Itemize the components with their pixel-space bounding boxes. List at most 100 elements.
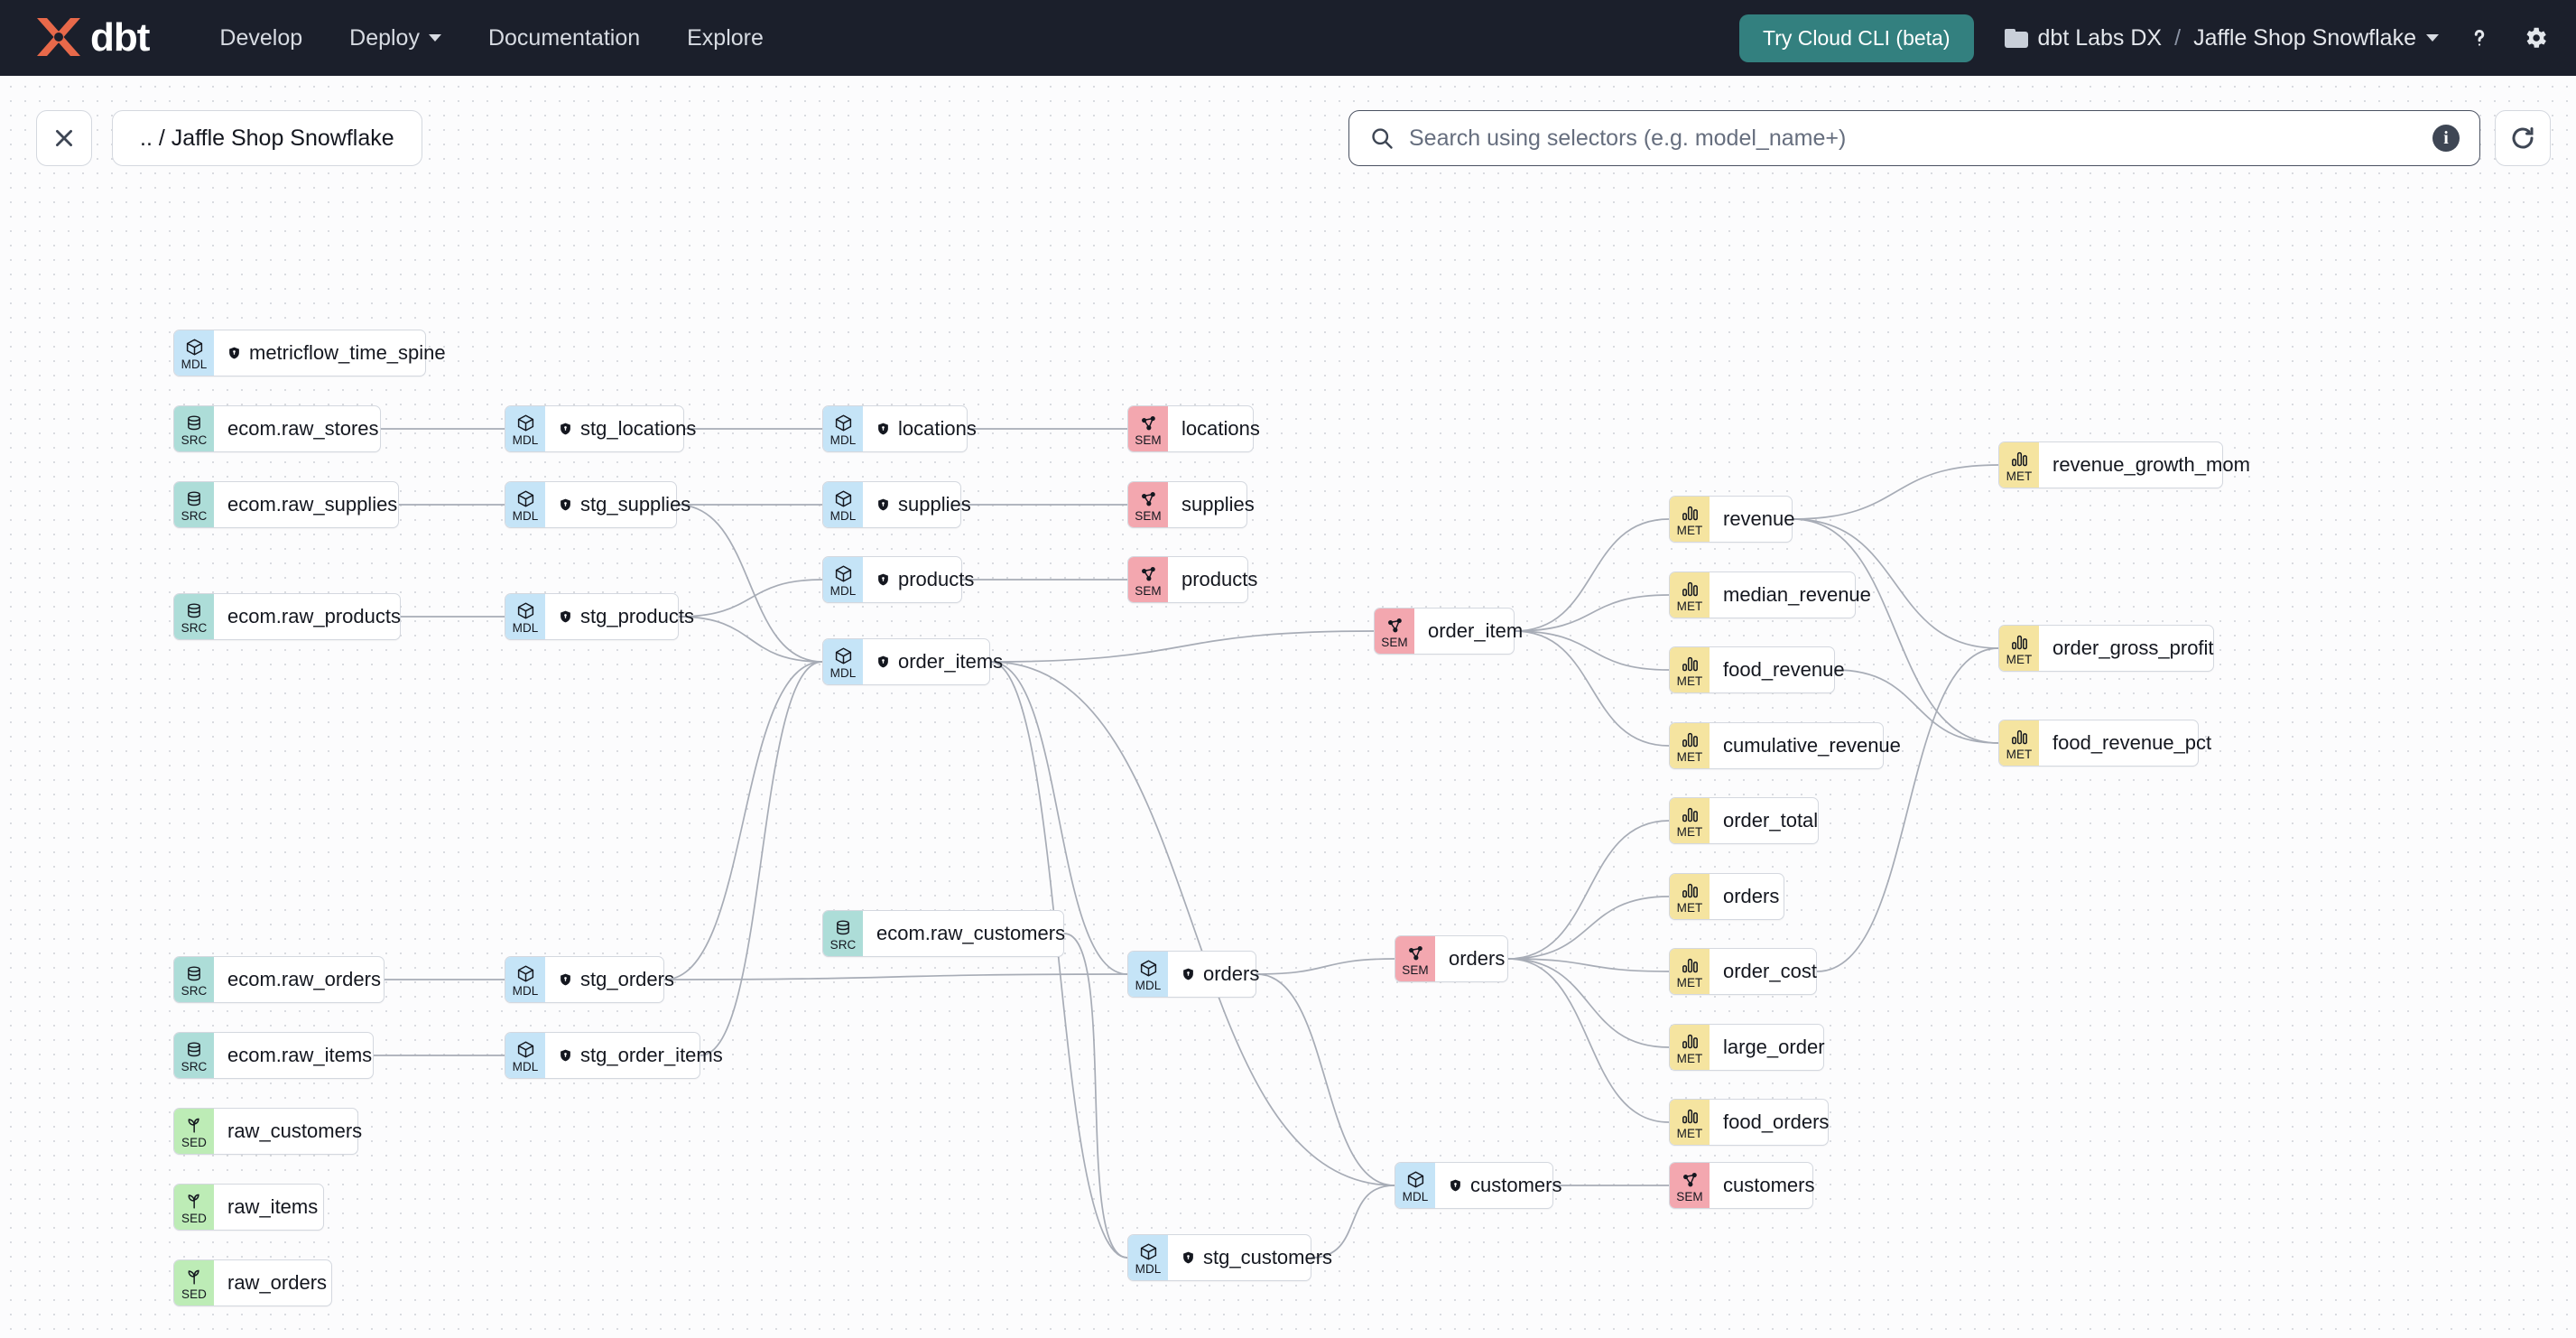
lineage-node-met_revenue[interactable]: MET revenue [1669, 496, 1795, 543]
lineage-node-mdl_orders[interactable]: MDL orders [1127, 951, 1259, 998]
lineage-node-sed_raw_customers[interactable]: SED raw_customers [173, 1108, 362, 1155]
bar-chart-icon [1681, 730, 1700, 750]
nav-explore-label: Explore [687, 24, 764, 51]
lineage-node-metricflow_time_spine[interactable]: MDL metricflow_time_spine [173, 330, 446, 376]
nav-develop-label: Develop [219, 24, 303, 51]
node-label: products [898, 568, 975, 590]
shield-icon [1181, 966, 1195, 982]
lineage-node-sed_raw_items[interactable]: SED raw_items [173, 1184, 324, 1231]
node-type-badge-mdl: MDL [505, 1033, 545, 1078]
lineage-node-mdl_supplies[interactable]: MDL supplies [822, 481, 971, 528]
nav-explore[interactable]: Explore [663, 16, 787, 60]
node-label: order_cost [1723, 960, 1817, 982]
lineage-node-sem_customers[interactable]: SEM customers [1669, 1162, 1814, 1209]
lineage-node-sem_orders[interactable]: SEM orders [1395, 935, 1508, 982]
lineage-node-mdl_products[interactable]: MDL products [822, 556, 974, 603]
lineage-graph-canvas[interactable]: MDL metricflow_time_spine SRC ecom.raw_s… [0, 76, 2576, 1338]
lineage-node-met_food_revenue_pct[interactable]: MET food_revenue_pct [1998, 720, 2211, 767]
breadcrumb[interactable]: .. / Jaffle Shop Snowflake [112, 110, 422, 166]
lineage-node-met_cumulative_revenue[interactable]: MET cumulative_revenue [1669, 722, 1901, 769]
bar-chart-icon [2010, 450, 2029, 469]
node-type-label: MDL [1402, 1189, 1429, 1203]
lineage-node-src_raw_stores[interactable]: SRC ecom.raw_stores [173, 405, 381, 452]
try-cloud-cli-button[interactable]: Try Cloud CLI (beta) [1739, 14, 1974, 62]
lineage-node-stg_order_items[interactable]: MDL stg_order_items [505, 1032, 723, 1079]
seedling-icon [185, 1116, 204, 1136]
lineage-edge [663, 973, 1128, 980]
lineage-edge [989, 661, 1128, 1259]
node-type-label: MET [2006, 747, 2033, 761]
bar-chart-icon [1681, 881, 1700, 901]
node-label: ecom.raw_products [227, 605, 401, 627]
node-label-wrap: customers [1435, 1163, 1579, 1208]
lineage-node-met_order_total[interactable]: MET order_total [1669, 797, 1819, 844]
lineage-node-src_raw_supplies[interactable]: SRC ecom.raw_supplies [173, 481, 399, 528]
lineage-node-sem_locations[interactable]: SEM locations [1127, 405, 1260, 452]
lineage-edge [1507, 958, 1670, 1048]
lineage-node-met_revenue_growth_mom[interactable]: MET revenue_growth_mom [1998, 441, 2250, 488]
node-label-wrap: food_revenue_pct [2039, 720, 2229, 766]
node-label: revenue_growth_mom [2052, 453, 2250, 476]
lineage-node-mdl_stg_customers[interactable]: MDL stg_customers [1127, 1234, 1332, 1281]
lineage-node-met_food_revenue[interactable]: MET food_revenue [1669, 646, 1845, 693]
lineage-node-stg_supplies[interactable]: MDL stg_supplies [505, 481, 690, 528]
node-type-badge-met: MET [1670, 1100, 1710, 1145]
lineage-edge [678, 616, 823, 663]
node-label-wrap: stg_supplies [545, 482, 708, 527]
nav-documentation[interactable]: Documentation [465, 16, 663, 60]
node-type-badge-mdl: MDL [823, 557, 863, 602]
lineage-node-mdl_locations[interactable]: MDL locations [822, 405, 977, 452]
seedling-icon [185, 1268, 204, 1287]
close-button[interactable] [36, 110, 92, 166]
lineage-node-stg_products[interactable]: MDL stg_products [505, 593, 694, 640]
lineage-node-stg_orders[interactable]: MDL stg_orders [505, 956, 674, 1003]
lineage-node-src_raw_customers[interactable]: SRC ecom.raw_customers [822, 910, 1065, 957]
node-type-badge-met: MET [1999, 720, 2039, 766]
lineage-node-src_raw_products[interactable]: SRC ecom.raw_products [173, 593, 401, 640]
lineage-node-sem_supplies[interactable]: SEM supplies [1127, 481, 1255, 528]
search-bar[interactable]: i [1348, 110, 2480, 166]
gear-icon[interactable] [2520, 23, 2551, 53]
node-label: stg_order_items [580, 1044, 723, 1066]
lineage-node-met_order_cost[interactable]: MET order_cost [1669, 948, 1817, 995]
account-name[interactable]: dbt Labs DX [2037, 24, 2163, 51]
node-type-label: MET [1676, 1051, 1703, 1065]
node-label: supplies [1181, 493, 1255, 516]
node-type-label: SEM [1135, 583, 1162, 598]
lineage-node-met_large_order[interactable]: MET large_order [1669, 1024, 1825, 1071]
nav-develop[interactable]: Develop [196, 16, 326, 60]
lineage-node-met_median_revenue[interactable]: MET median_revenue [1669, 571, 1871, 618]
lineage-node-sem_order_item[interactable]: SEM order_item [1374, 608, 1523, 655]
lineage-node-src_raw_orders[interactable]: SRC ecom.raw_orders [173, 956, 385, 1003]
node-type-badge-src: SRC [174, 594, 214, 639]
refresh-button[interactable] [2495, 110, 2551, 166]
node-type-badge-mdl: MDL [823, 406, 863, 451]
semantic-model-icon [1385, 616, 1404, 636]
node-label: stg_products [580, 605, 694, 627]
project-selector[interactable]: Jaffle Shop Snowflake [2193, 25, 2439, 51]
lineage-node-stg_locations[interactable]: MDL stg_locations [505, 405, 696, 452]
node-type-badge-sem: SEM [1375, 609, 1414, 654]
help-icon[interactable] [2464, 23, 2495, 53]
bar-chart-icon [1681, 956, 1700, 976]
node-type-label: SRC [181, 620, 208, 635]
lineage-node-met_orders[interactable]: MET orders [1669, 873, 1784, 920]
lineage-node-met_order_gross_profit[interactable]: MET order_gross_profit [1998, 625, 2214, 672]
dbt-logo[interactable]: dbt [32, 14, 150, 61]
lineage-node-src_raw_items[interactable]: SRC ecom.raw_items [173, 1032, 374, 1079]
node-type-badge-mdl: MDL [174, 330, 214, 376]
node-type-label: MET [1676, 900, 1703, 915]
lineage-node-sed_raw_orders[interactable]: SED raw_orders [173, 1259, 332, 1306]
node-label: raw_orders [227, 1271, 328, 1294]
cube-icon [516, 1040, 535, 1060]
nav-deploy[interactable]: Deploy [326, 16, 465, 60]
node-label-wrap: raw_orders [214, 1260, 344, 1305]
lineage-node-mdl_customers[interactable]: MDL customers [1395, 1162, 1561, 1209]
info-icon[interactable]: i [2432, 125, 2460, 152]
lineage-node-met_food_orders[interactable]: MET food_orders [1669, 1099, 1829, 1146]
lineage-node-sem_products[interactable]: SEM products [1127, 556, 1257, 603]
lineage-edge [1792, 518, 1999, 649]
lineage-node-mdl_order_items[interactable]: MDL order_items [822, 638, 1003, 685]
node-type-label: SED [181, 1135, 208, 1149]
search-input[interactable] [1409, 125, 2432, 152]
